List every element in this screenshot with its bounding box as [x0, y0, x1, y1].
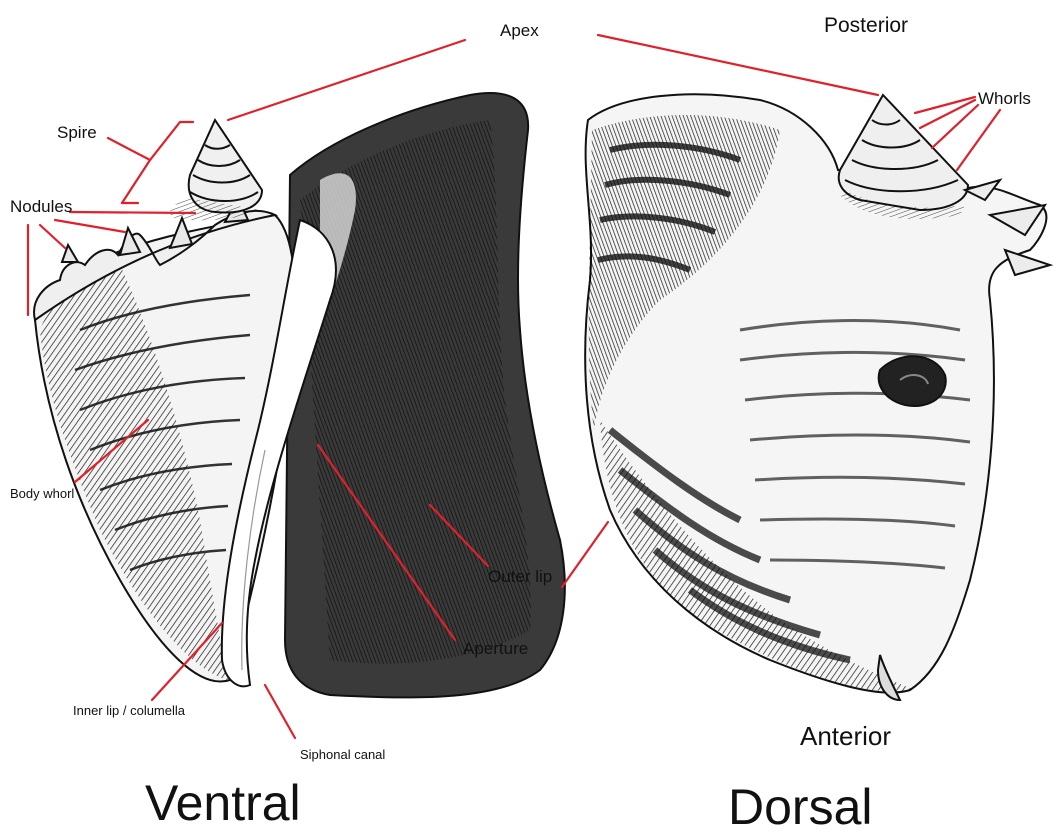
leader-nodules-2 [55, 220, 125, 232]
label-inner-lip: Inner lip / columella [73, 704, 185, 717]
label-nodules: Nodules [10, 198, 72, 215]
dorsal-shell-illustration [585, 94, 1050, 700]
label-whorls: Whorls [978, 90, 1031, 107]
label-posterior: Posterior [824, 15, 908, 36]
leader-outer-lip-dorsal [562, 522, 608, 587]
leader-apex-dorsal [598, 35, 878, 95]
label-siphonal-canal: Siphonal canal [300, 748, 385, 761]
leader-spire [108, 122, 193, 160]
label-dorsal: Dorsal [728, 782, 872, 832]
label-outer-lip: Outer lip [488, 568, 552, 585]
label-ventral: Ventral [145, 778, 301, 828]
ventral-shell-illustration [34, 93, 565, 697]
label-anterior: Anterior [800, 723, 891, 749]
leader-nodules-1 [70, 212, 195, 213]
leader-whorls-3 [932, 105, 978, 148]
leader-siphonal-canal [265, 685, 295, 738]
label-body-whorl: Body whorl [10, 487, 74, 500]
label-spire: Spire [57, 124, 97, 141]
leader-spire-lower [122, 160, 150, 203]
leader-nodules-3 [40, 225, 65, 248]
label-apex: Apex [500, 22, 539, 39]
label-aperture: Aperture [463, 640, 528, 657]
